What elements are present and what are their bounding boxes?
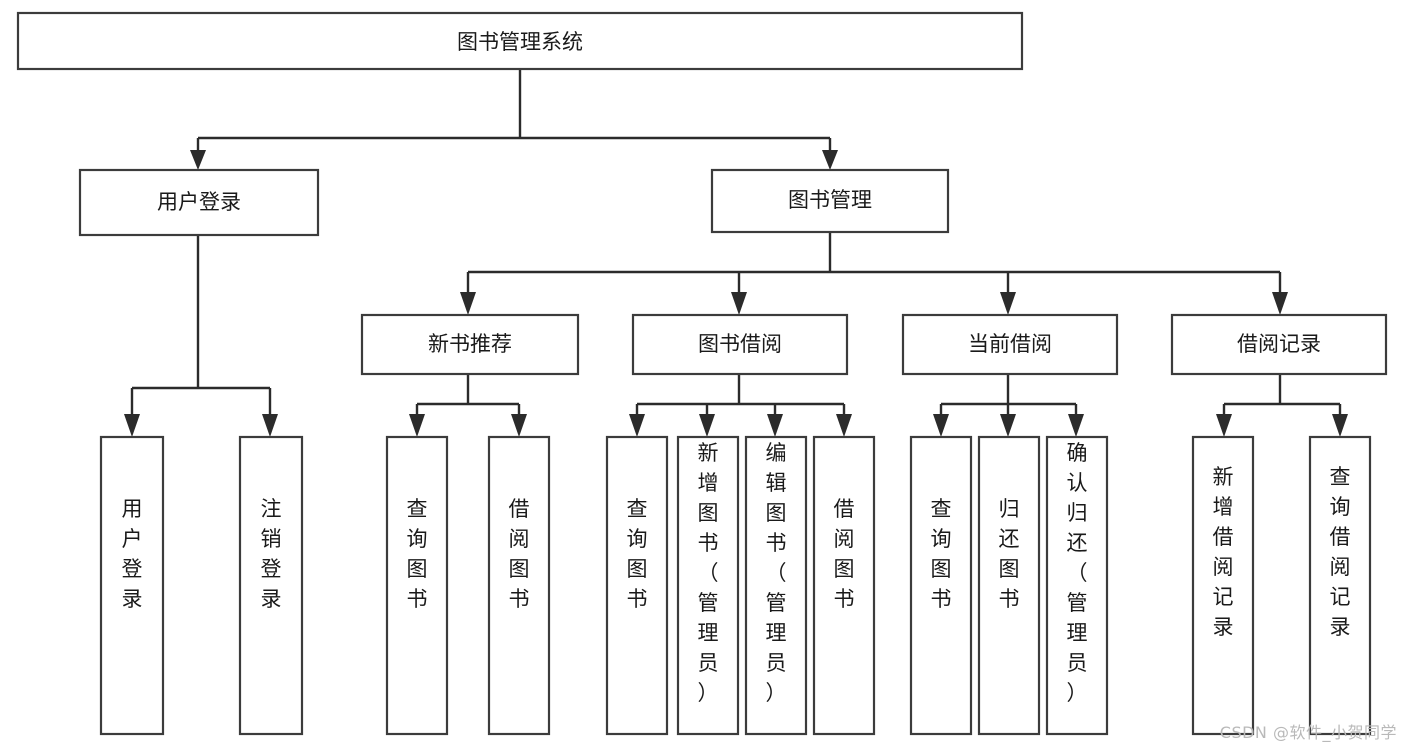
- node-leaf-user-login-label: 用户登录: [122, 497, 143, 611]
- node-leaf-add-record-box[interactable]: [1191, 435, 1255, 736]
- node-leaf-query-book-2-box[interactable]: [605, 435, 669, 736]
- node-leaf-edit-book-label: 编辑图书（管理员）: [766, 441, 787, 705]
- arrow-head-leaf-query-book-2: [629, 414, 645, 437]
- node-leaf-return-book-label: 归还图书: [999, 497, 1020, 611]
- node-book-borrow[interactable]: 图书借阅: [631, 313, 849, 376]
- node-leaf-query-book-3[interactable]: 查询图书: [909, 435, 973, 736]
- node-leaf-borrow-book-1-label: 借阅图书: [509, 497, 530, 611]
- arrow-head-leaf-edit-book: [767, 414, 783, 437]
- node-new-book-rec[interactable]: 新书推荐: [360, 313, 580, 376]
- node-leaf-add-record-label: 新增借阅记录: [1213, 465, 1234, 639]
- node-leaf-edit-book-box[interactable]: [744, 435, 808, 736]
- node-leaf-query-book-1-box[interactable]: [385, 435, 449, 736]
- node-new-book-rec-box[interactable]: [360, 313, 580, 376]
- arrow-head-borrow-record: [1272, 292, 1288, 315]
- node-root-box[interactable]: [16, 11, 1024, 71]
- node-new-book-rec-label: 新书推荐: [428, 332, 512, 356]
- arrow-head-leaf-borrow-book-1: [511, 414, 527, 437]
- node-leaf-add-book-label: 新增图书（管理员）: [698, 441, 719, 705]
- arrow-head-bookmanage: [822, 150, 838, 170]
- node-leaf-user-login-box[interactable]: [99, 435, 165, 736]
- node-leaf-edit-book[interactable]: 编辑图书（管理员）: [744, 435, 808, 736]
- node-leaf-borrow-book-2-box[interactable]: [812, 435, 876, 736]
- node-borrow-record-label: 借阅记录: [1237, 332, 1321, 356]
- node-current-borrow[interactable]: 当前借阅: [901, 313, 1119, 376]
- node-leaf-user-login[interactable]: 用户登录: [99, 435, 165, 736]
- node-book-manage[interactable]: 图书管理: [710, 168, 950, 234]
- node-leaf-query-book-3-label: 查询图书: [931, 497, 952, 611]
- arrow-head-leaf-borrow-book-2: [836, 414, 852, 437]
- node-leaf-logout-label: 注销登录: [261, 497, 282, 611]
- node-leaf-query-book-2-label: 查询图书: [627, 497, 648, 611]
- node-leaf-borrow-book-1-box[interactable]: [487, 435, 551, 736]
- node-borrow-record-box[interactable]: [1170, 313, 1388, 376]
- node-leaf-borrow-book-2[interactable]: 借阅图书: [812, 435, 876, 736]
- node-leaf-query-book-3-box[interactable]: [909, 435, 973, 736]
- arrow-head-book-borrow: [731, 292, 747, 315]
- node-current-borrow-label: 当前借阅: [968, 332, 1052, 356]
- node-leaf-confirm-return-label: 确认归还（管理员）: [1067, 441, 1088, 705]
- node-user-login-label: 用户登录: [157, 190, 241, 214]
- csdn-watermark: CSDN @软件_小贺同学: [1219, 723, 1397, 742]
- node-leaf-confirm-return-box[interactable]: [1045, 435, 1109, 736]
- arrow-head-leaf-add-book: [699, 414, 715, 437]
- node-leaf-return-book-box[interactable]: [977, 435, 1041, 736]
- arrow-head-new-book-rec: [460, 292, 476, 315]
- node-leaf-add-book-box[interactable]: [676, 435, 740, 736]
- arrow-head-leaf-confirm-return: [1068, 414, 1084, 437]
- node-leaf-query-record[interactable]: 查询借阅记录: [1308, 435, 1372, 736]
- node-leaf-borrow-book-2-label: 借阅图书: [834, 497, 855, 611]
- node-book-borrow-label: 图书借阅: [698, 332, 782, 356]
- arrow-head-leaf-user-login: [124, 414, 140, 437]
- node-root[interactable]: 图书管理系统: [16, 11, 1024, 71]
- node-leaf-logout-box[interactable]: [238, 435, 304, 736]
- node-leaf-add-book[interactable]: 新增图书（管理员）: [676, 435, 740, 736]
- node-leaf-confirm-return[interactable]: 确认归还（管理员）: [1045, 435, 1109, 736]
- node-current-borrow-box[interactable]: [901, 313, 1119, 376]
- node-leaf-add-record[interactable]: 新增借阅记录: [1191, 435, 1255, 736]
- node-borrow-record[interactable]: 借阅记录: [1170, 313, 1388, 376]
- connector-layer: [124, 69, 1348, 437]
- node-leaf-logout[interactable]: 注销登录: [238, 435, 304, 736]
- node-leaf-query-book-1[interactable]: 查询图书: [385, 435, 449, 736]
- arrow-head-current-borrow: [1000, 292, 1016, 315]
- node-leaf-return-book[interactable]: 归还图书: [977, 435, 1041, 736]
- node-leaf-query-book-1-label: 查询图书: [407, 497, 428, 611]
- node-leaf-borrow-book-1[interactable]: 借阅图书: [487, 435, 551, 736]
- node-book-manage-box[interactable]: [710, 168, 950, 234]
- node-leaf-query-book-2[interactable]: 查询图书: [605, 435, 669, 736]
- node-book-borrow-box[interactable]: [631, 313, 849, 376]
- node-user-login-box[interactable]: [78, 168, 320, 237]
- arrow-head-leaf-logout: [262, 414, 278, 437]
- node-user-login[interactable]: 用户登录: [78, 168, 320, 237]
- node-leaf-query-record-box[interactable]: [1308, 435, 1372, 736]
- arrow-head-userlogin: [190, 150, 206, 170]
- arrow-head-leaf-query-record: [1332, 414, 1348, 437]
- node-leaf-query-record-label: 查询借阅记录: [1330, 465, 1351, 639]
- arrow-head-leaf-add-record: [1216, 414, 1232, 437]
- arrow-head-leaf-return-book: [1000, 414, 1016, 437]
- arrow-head-leaf-query-book-3: [933, 414, 949, 437]
- arrow-head-leaf-query-book-1: [409, 414, 425, 437]
- node-root-label: 图书管理系统: [457, 30, 583, 54]
- node-book-manage-label: 图书管理: [788, 188, 872, 212]
